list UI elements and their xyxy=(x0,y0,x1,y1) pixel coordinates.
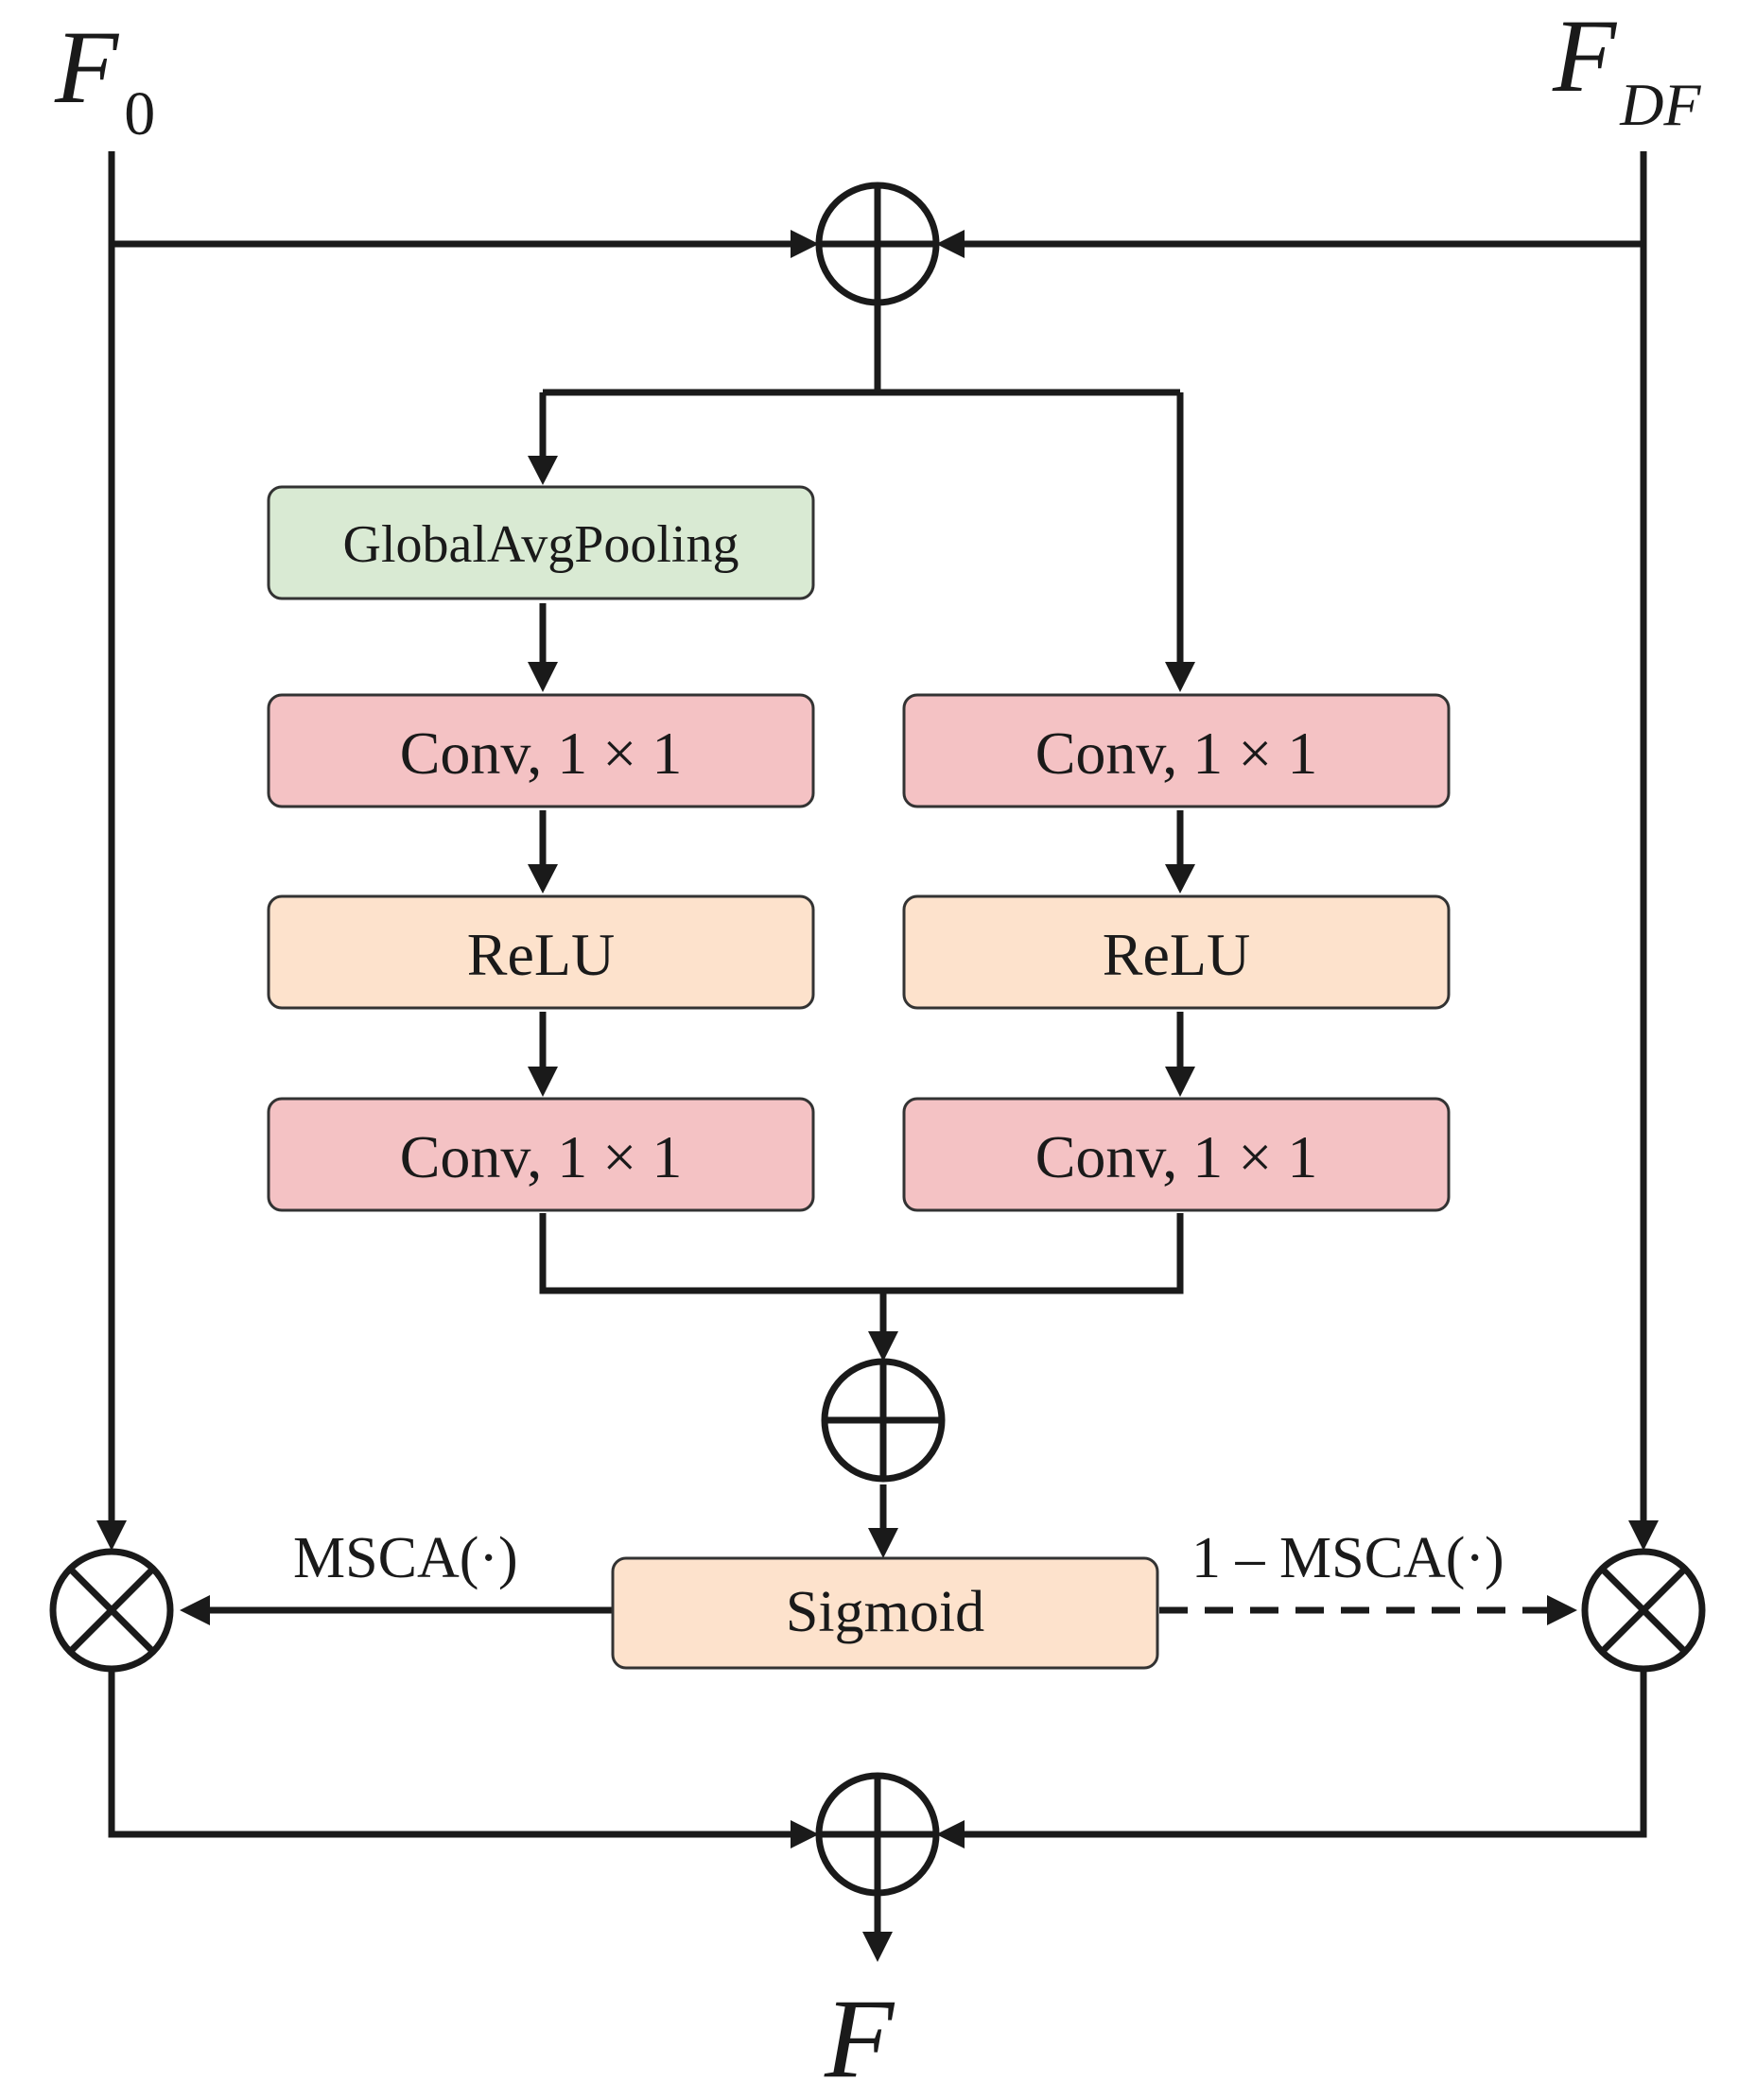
svg-text:FDF: FDF xyxy=(1552,0,1701,138)
arrowhead xyxy=(528,456,558,485)
global-avg-pooling-label: GlobalAvgPooling xyxy=(343,515,739,574)
arrowhead xyxy=(862,1932,893,1962)
arrowhead xyxy=(1628,1520,1659,1551)
right-relu-label: ReLU xyxy=(1103,921,1250,988)
arrowhead xyxy=(868,1331,898,1362)
arrowhead xyxy=(868,1528,898,1558)
right-conv-2-block: Conv, 1 × 1 xyxy=(902,1097,1451,1212)
top-adder-icon xyxy=(815,182,940,306)
one-minus-msca-label: 1 – MSCA(·) xyxy=(1191,1526,1504,1590)
right-conv-1-label: Conv, 1 × 1 xyxy=(1035,720,1318,787)
input-f0-symbol: F xyxy=(54,9,120,125)
arrowhead xyxy=(1165,864,1195,894)
arrowhead xyxy=(936,230,965,258)
arrowhead xyxy=(936,1820,965,1848)
mid-adder-icon xyxy=(821,1358,946,1483)
arrowhead xyxy=(528,864,558,894)
left-conv-1-block: Conv, 1 × 1 xyxy=(267,693,815,808)
input-fdf-subscript: DF xyxy=(1619,71,1701,138)
input-fdf-symbol: F xyxy=(1552,0,1618,113)
arrowhead xyxy=(791,230,819,258)
merge-wire xyxy=(539,1213,1184,1294)
left-relu-label: ReLU xyxy=(467,921,615,988)
left-multiply-icon xyxy=(49,1548,174,1673)
arrowhead xyxy=(96,1520,127,1551)
arrowhead xyxy=(1547,1595,1577,1625)
bottom-adder-icon xyxy=(815,1772,940,1897)
sigmoid-label: Sigmoid xyxy=(786,1580,984,1644)
arrowhead xyxy=(180,1595,210,1625)
arrowhead xyxy=(528,662,558,692)
input-fdf-label: FDF xyxy=(1552,0,1701,138)
output-f-label: F xyxy=(824,1975,895,2100)
input-f0-label: F0 xyxy=(54,9,155,148)
global-avg-pooling-block: GlobalAvgPooling xyxy=(267,485,815,600)
arrowhead xyxy=(791,1820,819,1848)
svg-text:F0: F0 xyxy=(54,9,155,148)
arrowhead xyxy=(1165,1067,1195,1097)
right-relu-block: ReLU xyxy=(902,894,1451,1010)
left-conv-2-block: Conv, 1 × 1 xyxy=(267,1097,815,1212)
left-mult-to-bottom-adder-wire xyxy=(108,1672,794,1838)
right-multiply-icon xyxy=(1581,1548,1706,1673)
arrowhead xyxy=(528,1067,558,1097)
left-conv-1-label: Conv, 1 × 1 xyxy=(400,720,683,787)
msca-label: MSCA(·) xyxy=(293,1526,518,1590)
sigmoid-block: Sigmoid xyxy=(611,1556,1159,1670)
right-conv-2-label: Conv, 1 × 1 xyxy=(1035,1123,1318,1190)
right-mult-to-bottom-adder-wire xyxy=(961,1672,1647,1838)
left-relu-block: ReLU xyxy=(267,894,815,1010)
left-conv-2-label: Conv, 1 × 1 xyxy=(400,1123,683,1190)
input-f0-subscript: 0 xyxy=(124,79,155,148)
right-conv-1-block: Conv, 1 × 1 xyxy=(902,693,1451,808)
arrowhead xyxy=(1165,662,1195,692)
